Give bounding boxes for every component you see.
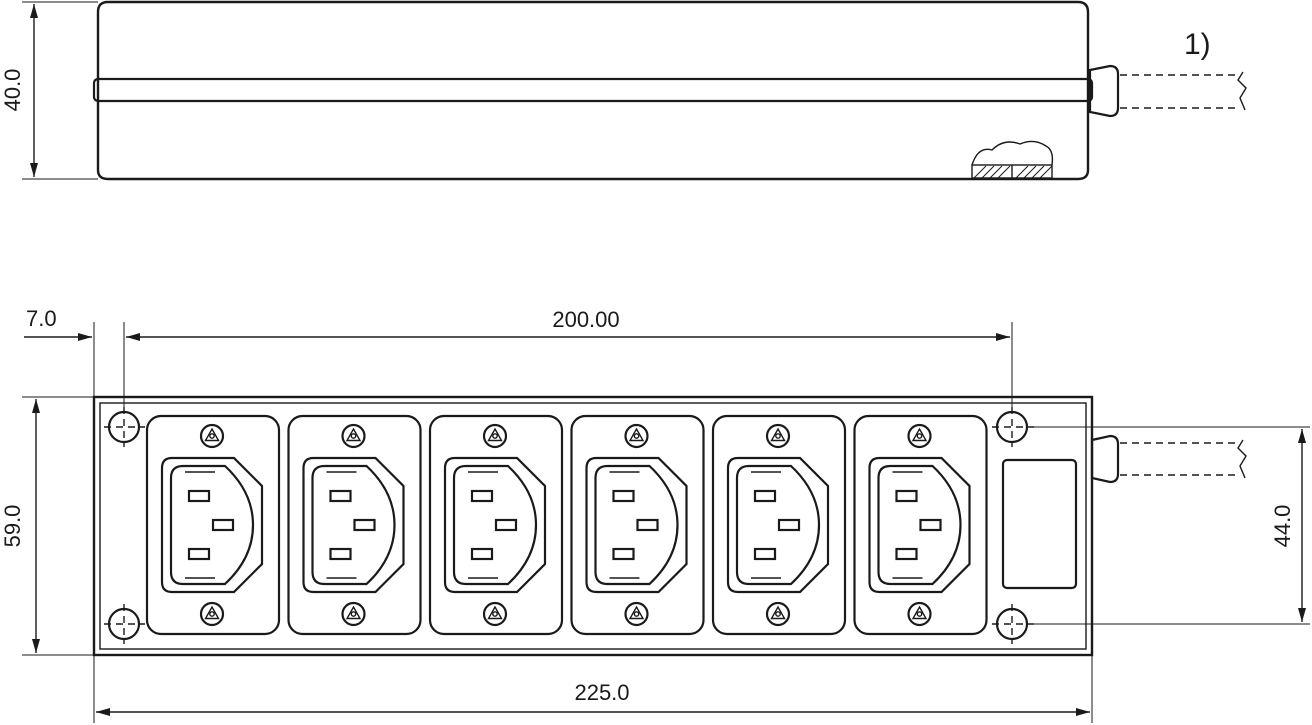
front-cable-gland bbox=[1090, 434, 1120, 484]
mounting-hole bbox=[992, 604, 1034, 644]
iec-c13-socket-icon bbox=[868, 456, 971, 594]
front-cable-break bbox=[1237, 439, 1247, 479]
triangle-screw-icon bbox=[199, 601, 225, 627]
front-view: 7.0 200.00 59.0 44.0 225.0 bbox=[0, 306, 1310, 723]
overall-length-label: 225.0 bbox=[574, 680, 629, 705]
outlet-module bbox=[711, 414, 847, 636]
dim-front-height: 59.0 bbox=[0, 396, 94, 656]
triangle-screw-icon bbox=[341, 423, 366, 449]
mounting-hole bbox=[992, 407, 1034, 447]
iec-c13-socket-icon bbox=[443, 456, 547, 594]
triangle-screw-icon bbox=[482, 601, 508, 627]
iec-c13-socket-icon bbox=[585, 456, 688, 594]
hole-spacing-label: 200.00 bbox=[552, 307, 619, 332]
outlet-module bbox=[428, 414, 564, 636]
dim-side-height: 40.0 bbox=[0, 1, 98, 180]
triangle-screw-icon bbox=[341, 601, 366, 627]
iec-c13-socket-icon bbox=[302, 456, 405, 594]
triangle-screw-icon bbox=[624, 423, 649, 449]
outlet-row bbox=[145, 414, 988, 636]
triangle-screw-icon bbox=[907, 423, 932, 449]
front-panel-inner bbox=[99, 402, 1087, 650]
side-cable-break bbox=[1237, 71, 1247, 111]
side-housing bbox=[96, 0, 1090, 181]
triangle-screw-icon bbox=[765, 423, 791, 449]
dim-hole-vertical: 44.0 bbox=[1030, 426, 1310, 625]
side-view: 1) 40.0 bbox=[0, 0, 1247, 181]
iec-c13-socket-icon bbox=[726, 456, 830, 594]
note-marker: 1) bbox=[1184, 28, 1211, 61]
outlet-module bbox=[570, 414, 705, 636]
mounting-hole bbox=[104, 407, 145, 447]
dim-overall-length: 225.0 bbox=[93, 655, 1093, 723]
side-height-label: 40.0 bbox=[0, 69, 25, 112]
outlet-module bbox=[145, 414, 281, 636]
side-seam-band bbox=[92, 77, 1094, 103]
side-cable-gland bbox=[1088, 64, 1120, 118]
triangle-screw-icon bbox=[199, 423, 225, 449]
dim-hole-spacing: 200.00 bbox=[123, 307, 1013, 410]
front-housing bbox=[92, 395, 1094, 657]
outlet-module bbox=[287, 414, 422, 636]
offset-left-label: 7.0 bbox=[26, 306, 57, 331]
front-height-label: 59.0 bbox=[0, 505, 25, 548]
side-foot-cutaway bbox=[971, 140, 1054, 179]
triangle-screw-icon bbox=[907, 601, 932, 627]
iec-c13-socket-icon bbox=[160, 456, 264, 594]
fuse-window bbox=[1001, 458, 1078, 590]
mounting-hole bbox=[104, 604, 145, 644]
triangle-screw-icon bbox=[624, 601, 649, 627]
triangle-screw-icon bbox=[482, 423, 508, 449]
dim-offset-left: 7.0 bbox=[24, 306, 95, 396]
triangle-screw-icon bbox=[765, 601, 791, 627]
hole-vertical-label: 44.0 bbox=[1270, 505, 1295, 548]
outlet-module bbox=[853, 414, 988, 636]
